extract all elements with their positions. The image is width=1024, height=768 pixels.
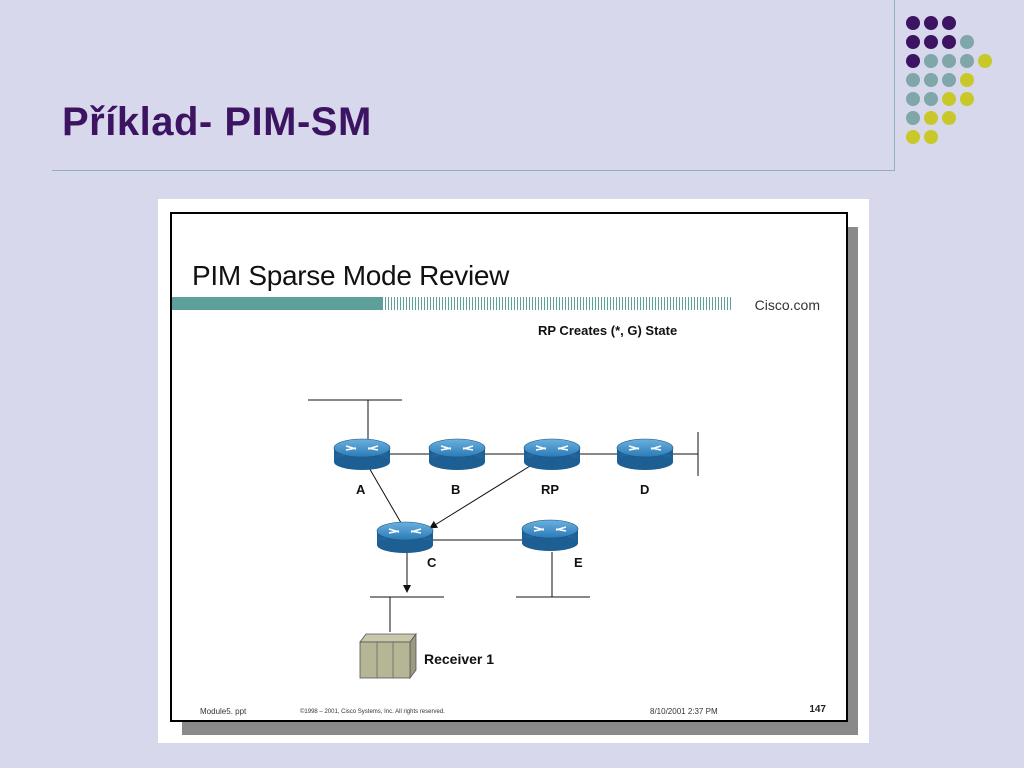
join-arrow-rp-c (429, 465, 531, 529)
decorative-dots (904, 12, 1014, 152)
router-c-icon (376, 521, 434, 554)
node-label-a: A (356, 482, 366, 497)
receiver-server-icon (359, 632, 417, 680)
node-label-e: E (574, 555, 583, 570)
cisco-brand: Cisco.com (754, 297, 820, 313)
node-label-d: D (640, 482, 650, 497)
network-diagram (308, 399, 699, 680)
footer-file: Module5. ppt (200, 707, 247, 716)
header-divider-horizontal (52, 170, 895, 171)
router-b-icon (428, 438, 486, 471)
footer-page-number: 147 (809, 704, 826, 715)
router-d-icon (616, 438, 674, 471)
slide-title: PIM Sparse Mode Review (192, 260, 510, 291)
receiver-label: Receiver 1 (424, 651, 495, 667)
state-caption: RP Creates (*, G) State (538, 323, 678, 338)
node-label-rp: RP (541, 482, 560, 497)
link-a-c (367, 465, 405, 529)
router-rp-icon (523, 438, 581, 471)
router-a-icon (333, 438, 391, 471)
node-label-c: C (427, 555, 437, 570)
node-label-b: B (451, 482, 461, 497)
footer-copyright: ©1998 – 2001, Cisco Systems, Inc. All ri… (300, 709, 445, 715)
router-e-icon (521, 519, 579, 552)
embedded-slide: PIM Sparse Mode Review Cisco.com RP Crea… (170, 212, 848, 722)
title-band (172, 297, 846, 310)
footer-date: 8/10/2001 2:37 PM (650, 707, 718, 716)
page-title: Příklad- PIM-SM (62, 100, 372, 144)
header-divider-vertical (894, 0, 895, 170)
